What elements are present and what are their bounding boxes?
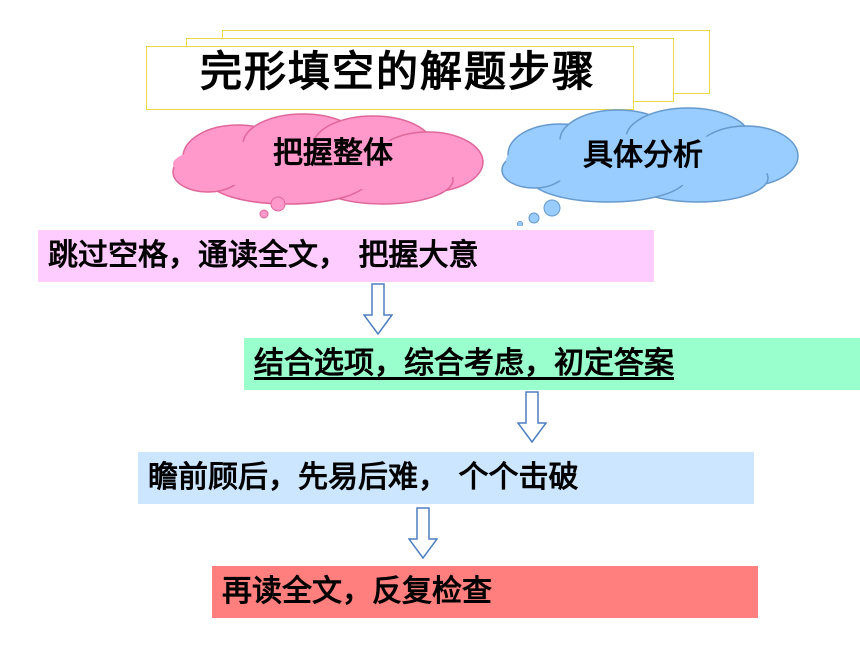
step-1-box: 跳过空格，通读全文， 把握大意: [38, 230, 654, 282]
step-2-text: 结合选项，综合考虑，初定答案: [254, 346, 674, 381]
page-title: 完形填空的解题步骤: [200, 47, 597, 96]
cloud-overall: [168, 112, 494, 222]
down-arrow-icon: [363, 283, 393, 335]
cloud-specific: [498, 104, 802, 226]
step-2-box: 结合选项，综合考虑，初定答案: [244, 338, 860, 390]
step-3-box: 瞻前顾后，先易后难， 个个击破: [138, 452, 754, 504]
down-arrow-icon: [408, 507, 438, 559]
down-arrow-icon: [517, 391, 547, 443]
cloud-specific-label: 具体分析: [583, 138, 703, 173]
step-4-text: 再读全文，反复检查: [222, 574, 492, 609]
step-3-text: 瞻前顾后，先易后难， 个个击破: [148, 460, 579, 495]
title-frame-front: [146, 46, 634, 110]
step-1-text: 跳过空格，通读全文， 把握大意: [48, 238, 479, 273]
step-4-box: 再读全文，反复检查: [212, 566, 758, 618]
cloud-overall-label: 把握整体: [273, 136, 393, 171]
